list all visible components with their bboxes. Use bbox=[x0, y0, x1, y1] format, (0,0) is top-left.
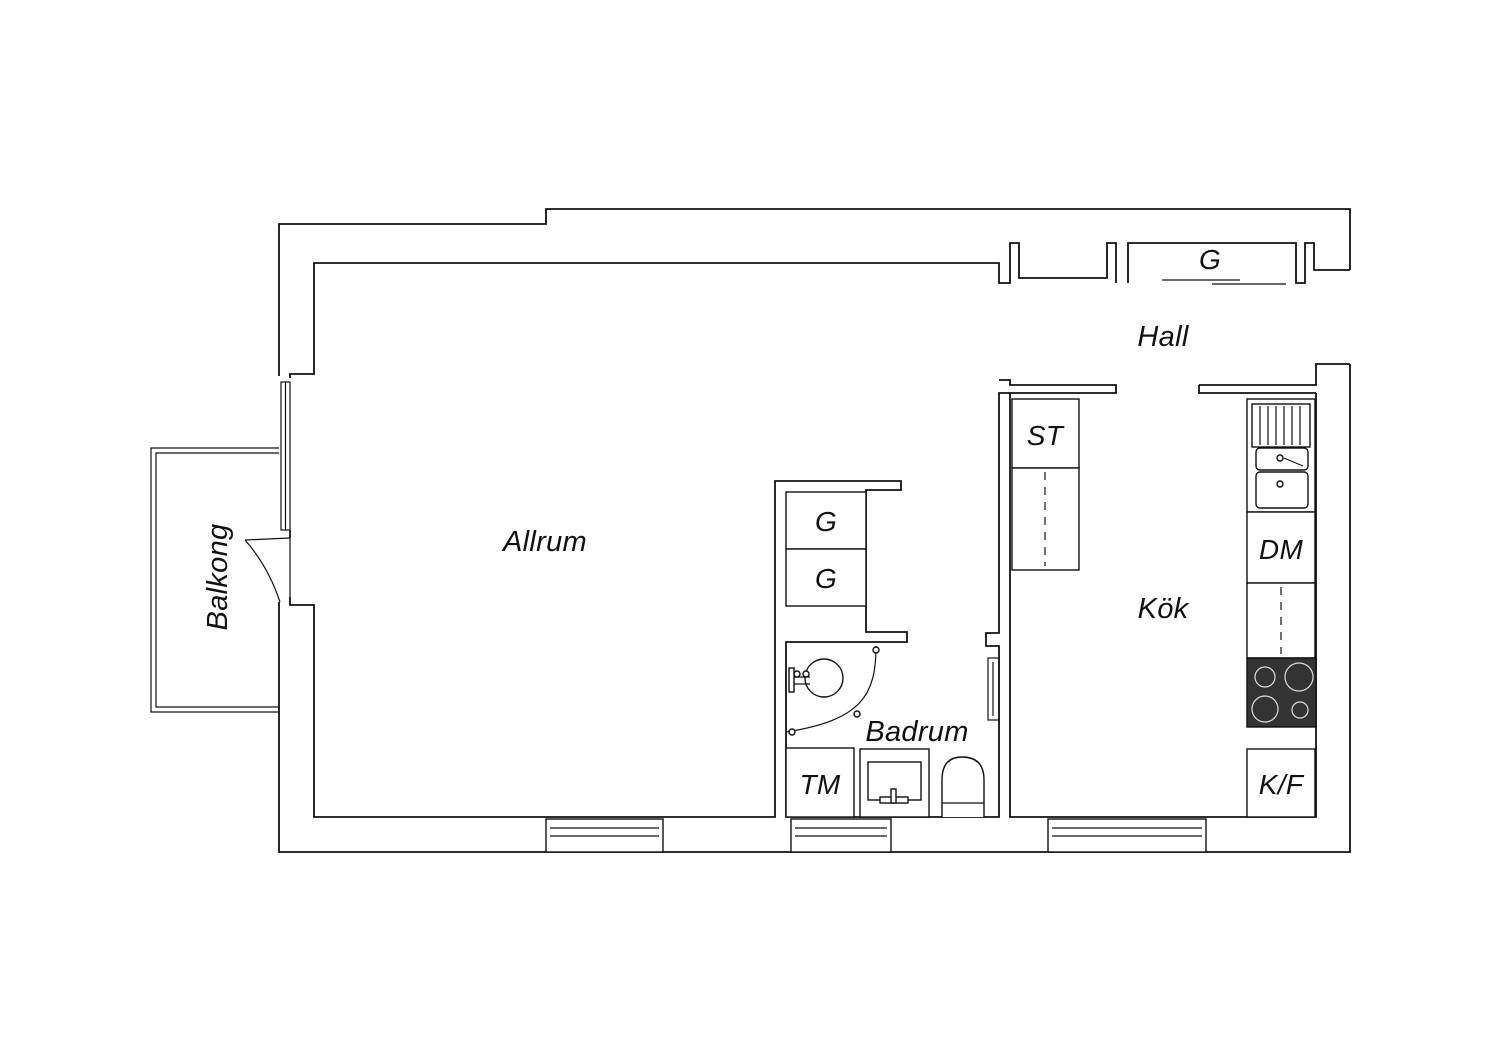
label-dishwasher: DM bbox=[1259, 534, 1304, 565]
south-window-bathroom bbox=[790, 818, 892, 853]
bathroom-wardrobes[interactable] bbox=[785, 491, 867, 607]
storage-cabinet[interactable] bbox=[1011, 398, 1080, 571]
south-window-kitchen bbox=[1047, 818, 1207, 853]
room-label-hall: Hall bbox=[1137, 321, 1189, 353]
kitchen-counter bbox=[1246, 582, 1316, 659]
stove[interactable] bbox=[1246, 657, 1317, 728]
label-wardrobe-bath-1: G bbox=[815, 506, 837, 537]
hall-wardrobe[interactable] bbox=[1162, 279, 1286, 285]
shower[interactable] bbox=[785, 645, 880, 736]
room-label-kok: Kök bbox=[1138, 593, 1190, 625]
south-window-allrum bbox=[545, 818, 664, 853]
bathroom-sink[interactable] bbox=[859, 748, 930, 818]
label-wardrobe-bath-2: G bbox=[815, 563, 837, 594]
west-window bbox=[280, 381, 291, 531]
bathroom-door[interactable] bbox=[987, 657, 1000, 721]
fridge-freezer[interactable] bbox=[1246, 748, 1316, 818]
label-washing-machine: TM bbox=[799, 769, 840, 800]
label-wardrobe-hall: G bbox=[1199, 244, 1221, 275]
toilet[interactable] bbox=[941, 756, 985, 817]
dishwasher[interactable] bbox=[1246, 511, 1316, 584]
room-label-balkong: Balkong bbox=[202, 524, 234, 631]
label-storage: ST bbox=[1027, 420, 1065, 451]
room-label-badrum: Badrum bbox=[865, 716, 968, 748]
label-fridge-freezer: K/F bbox=[1259, 769, 1305, 800]
balcony-door[interactable] bbox=[244, 537, 291, 603]
room-label-allrum: Allrum bbox=[501, 526, 587, 558]
balcony bbox=[150, 447, 279, 713]
washing-machine[interactable] bbox=[785, 747, 855, 818]
allrum-walls bbox=[289, 242, 1350, 818]
kitchen-sink[interactable] bbox=[1246, 398, 1316, 513]
